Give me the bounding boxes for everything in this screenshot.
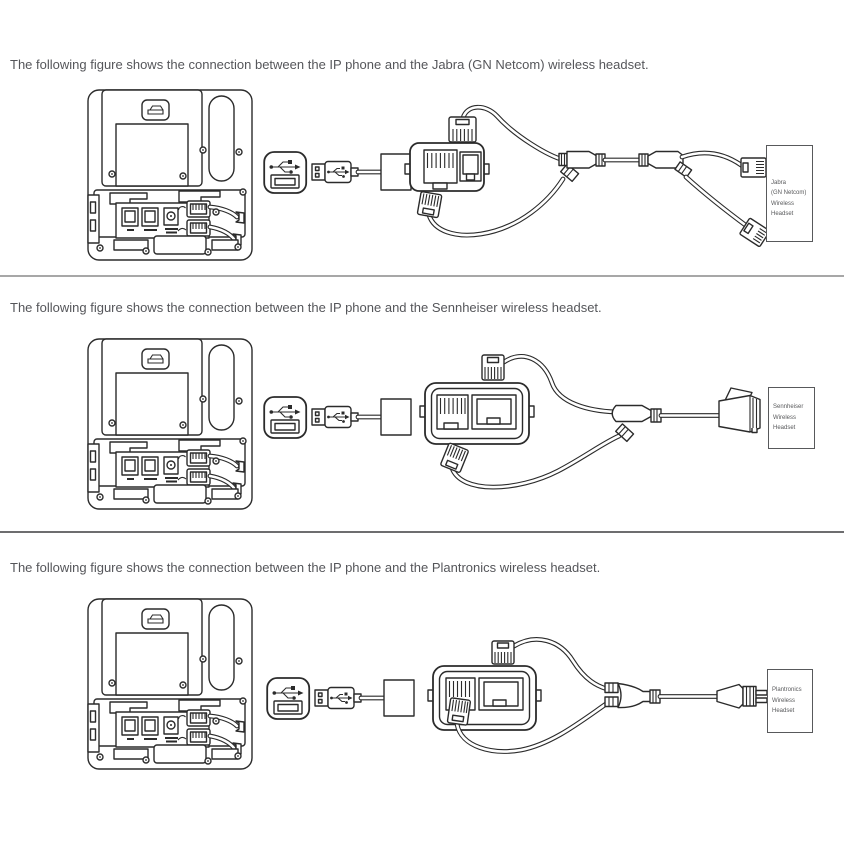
rj-plug bbox=[448, 116, 477, 143]
rj-plug bbox=[491, 640, 515, 665]
figure-caption: The following figure shows the connectio… bbox=[10, 560, 601, 575]
rj-plug bbox=[416, 191, 443, 219]
headset-label: Sennheiser Wireless Headset bbox=[773, 404, 804, 432]
connection-diagram-plantronics bbox=[0, 590, 768, 785]
figure-caption: The following figure shows the connectio… bbox=[10, 57, 649, 72]
y-splitter bbox=[558, 150, 693, 183]
headset-label-box: Sennheiser Wireless Headset bbox=[768, 387, 815, 449]
headset-label: Jabra (GN Netcom) Wireless Headset bbox=[771, 179, 807, 218]
ehs-adapter-box bbox=[404, 142, 490, 192]
y-splitter bbox=[611, 404, 662, 443]
rj-plug bbox=[481, 354, 505, 381]
rj-plug bbox=[739, 217, 771, 248]
connection-diagram-jabra bbox=[0, 85, 771, 270]
figure-caption: The following figure shows the connectio… bbox=[10, 300, 602, 315]
rj-plug bbox=[440, 442, 469, 473]
rj-plug bbox=[446, 697, 472, 726]
section-divider bbox=[0, 275, 844, 277]
ehs-adapter-box bbox=[419, 382, 535, 445]
y-splitter bbox=[604, 682, 661, 709]
headset-label: Plantronics Wireless Headset bbox=[772, 687, 802, 715]
rj-plug bbox=[740, 157, 767, 178]
headset-label-box: Plantronics Wireless Headset bbox=[767, 669, 813, 733]
rj-plug-large bbox=[718, 387, 761, 434]
headset-label-box: Jabra (GN Netcom) Wireless Headset bbox=[766, 145, 813, 242]
qd-plug bbox=[716, 683, 768, 709]
ehs-adapter-box bbox=[427, 665, 542, 731]
section-divider bbox=[0, 531, 844, 533]
connection-diagram-sennheiser bbox=[0, 330, 761, 525]
